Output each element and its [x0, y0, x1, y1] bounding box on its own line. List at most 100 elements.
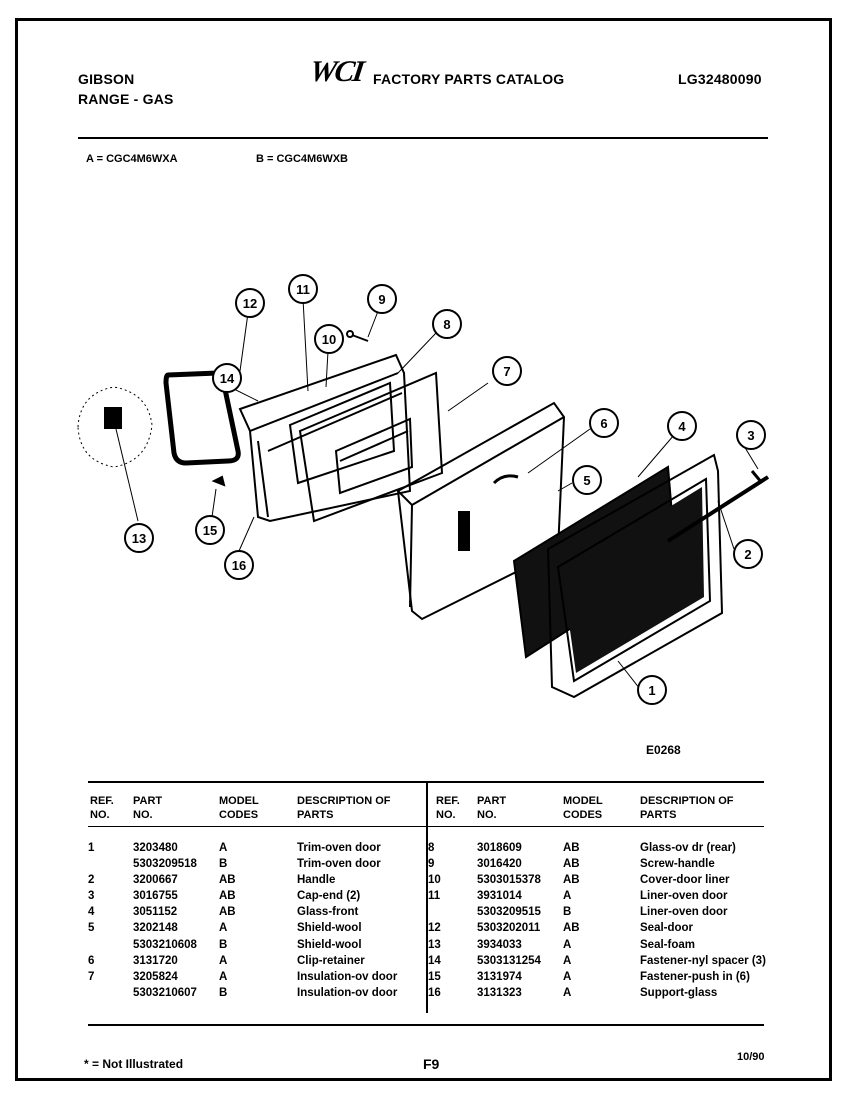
svg-text:9: 9 [378, 292, 385, 307]
description: Trim-oven door [297, 858, 381, 871]
table-divider [426, 783, 428, 1013]
ref-no: 7 [88, 970, 95, 983]
description: Glass-front [297, 906, 359, 919]
model-code: AB [219, 906, 236, 919]
svg-text:14: 14 [220, 371, 235, 386]
part-no: 3051152 [133, 906, 178, 919]
svg-text:8: 8 [443, 317, 450, 332]
ref-no [88, 985, 133, 1001]
table-row: 14 5303131254 A Fastener-nyl spacer (3) [428, 953, 790, 969]
svg-text:15: 15 [203, 523, 217, 538]
col-model-left: MODEL CODES [219, 795, 259, 821]
description: Shield-wool [297, 922, 362, 935]
exploded-door-diagram: 12 11 10 9 8 7 6 5 4 3 2 1 14 13 15 16 [77, 274, 770, 705]
model-code: A [563, 938, 572, 951]
callout-11: 11 [288, 274, 318, 304]
product-type: RANGE - GAS [78, 91, 174, 107]
svg-text:2: 2 [744, 547, 751, 562]
model-code: B [219, 986, 228, 999]
part-no: 5303210607 [133, 986, 197, 999]
callout-1: 1 [637, 675, 667, 705]
model-code: A [219, 842, 228, 854]
col-ref-left: REF. NO. [90, 795, 114, 821]
part-no: 3131720 [133, 954, 178, 967]
part-no: 3018609 [477, 842, 522, 854]
callout-2: 2 [733, 539, 763, 569]
callout-10: 10 [314, 324, 344, 354]
model-code: A [563, 954, 572, 967]
callout-8: 8 [432, 309, 462, 339]
callout-9: 9 [367, 284, 397, 314]
svg-text:4: 4 [678, 419, 686, 434]
model-code: B [563, 906, 572, 919]
col-ref-right: REF. NO. [436, 795, 460, 821]
part-no: 3205824 [133, 970, 178, 983]
model-code: AB [563, 858, 580, 871]
callout-16: 16 [224, 550, 254, 580]
ref-no: 3 [88, 890, 95, 903]
brand-name: GIBSON [78, 71, 135, 87]
description: Fastener-nyl spacer (3) [640, 954, 766, 967]
table-row: 5303210607 B Insulation-ov door [88, 985, 425, 1001]
svg-text:12: 12 [243, 296, 257, 311]
callout-6: 6 [589, 408, 619, 438]
part-no: 5303209515 [477, 906, 541, 919]
svg-text:10: 10 [322, 332, 336, 347]
not-illustrated-note: * = Not Illustrated [84, 1057, 184, 1071]
model-code: AB [563, 922, 580, 935]
part-no: 3202148 [133, 922, 178, 935]
col-part-right: PART NO. [477, 795, 507, 821]
description: Seal-foam [640, 938, 695, 951]
model-code: AB [563, 842, 580, 854]
description: Insulation-ov door [297, 986, 398, 999]
ref-no: 2 [88, 874, 95, 887]
callout-14: 14 [212, 363, 242, 393]
part-no: 5303210608 [133, 938, 197, 951]
callout-15: 15 [195, 515, 225, 545]
callout-12: 12 [235, 288, 265, 318]
callout-13: 13 [124, 523, 154, 553]
ref-no: 13 [428, 938, 441, 951]
ref-no: 14 [428, 954, 441, 967]
col-part-left: PART NO. [133, 795, 163, 821]
col-model-right: MODEL CODES [563, 795, 603, 821]
ref-no [88, 856, 133, 872]
table-bottom-rule [88, 1024, 764, 1026]
part-no: 5303131254 [477, 954, 541, 967]
model-code: A [563, 890, 572, 903]
part-no: 3016755 [133, 890, 178, 903]
ref-no: 1 [88, 842, 95, 854]
description: Shield-wool [297, 938, 362, 951]
description: Trim-oven door [297, 842, 381, 854]
header-underline [88, 826, 764, 827]
model-code: A [219, 970, 228, 983]
description: Clip-retainer [297, 954, 365, 967]
part-no: 3931014 [477, 890, 522, 903]
ref-no: 12 [428, 922, 441, 935]
diagram-code: E0268 [646, 743, 681, 757]
ref-no [428, 904, 477, 920]
revision-date: 10/90 [737, 1051, 765, 1063]
ref-no: 5 [88, 922, 95, 935]
description: Fastener-push in (6) [640, 970, 750, 983]
ref-no: 8 [428, 842, 435, 854]
part-no: 3016420 [477, 858, 522, 871]
description: Handle [297, 874, 336, 887]
ref-no: 15 [428, 970, 441, 983]
ref-no: 6 [88, 954, 95, 967]
ref-no: 11 [428, 890, 441, 903]
callout-7: 7 [492, 356, 522, 386]
col-desc-left: DESCRIPTION OF PARTS [297, 795, 391, 821]
description: Seal-door [640, 922, 694, 935]
catalog-number: LG32480090 [678, 71, 762, 87]
model-a: A = CGC4M6WXA [86, 153, 178, 165]
